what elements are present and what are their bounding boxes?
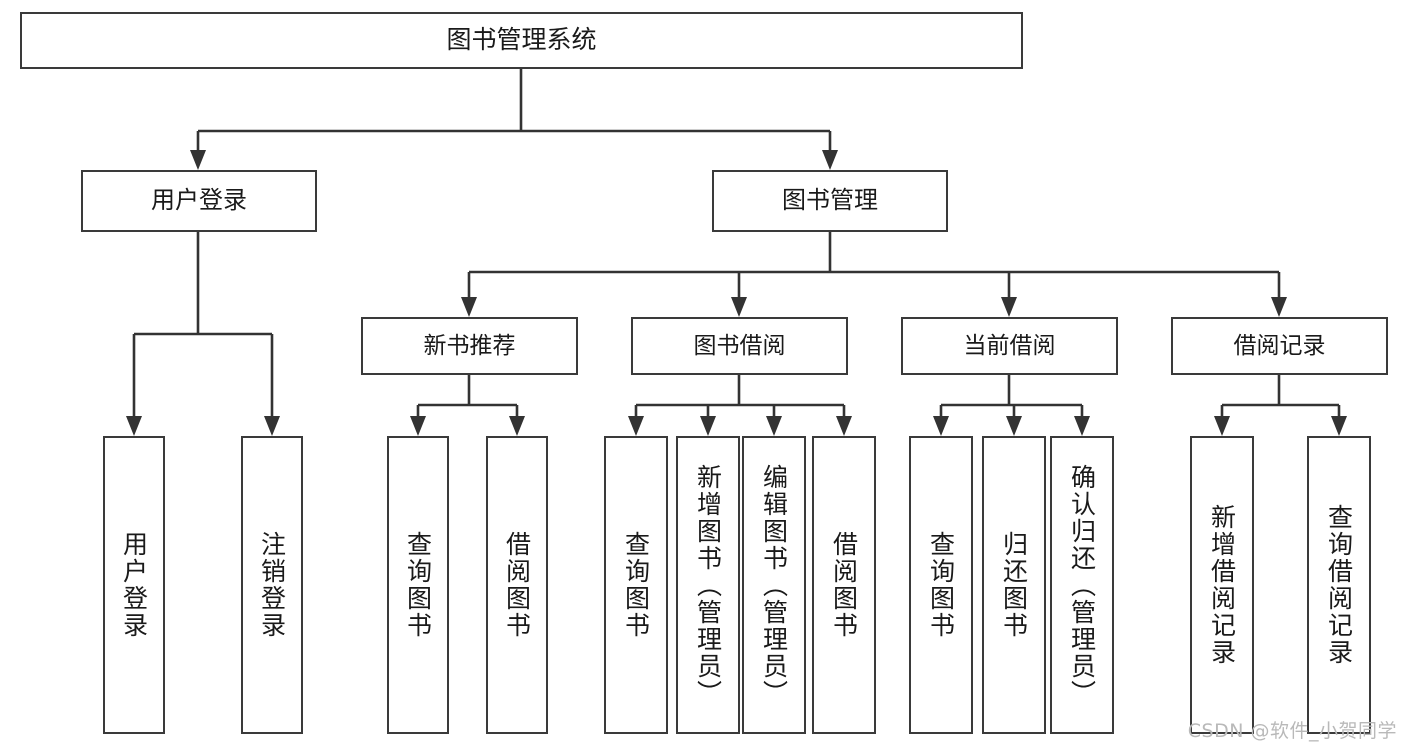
leaf-query-book-current[interactable]: 查询图书 xyxy=(909,436,973,734)
edge-book-mgmt-to-level2 xyxy=(461,232,1287,317)
node-label: 借阅图书 xyxy=(829,531,859,639)
node-label: 图书管理系统 xyxy=(446,25,597,55)
leaf-return-book[interactable]: 归还图书 xyxy=(982,436,1046,734)
node-borrowing-records[interactable]: 借阅记录 xyxy=(1171,317,1388,375)
node-label: 查询借阅记录 xyxy=(1324,504,1354,666)
node-book-management[interactable]: 图书管理 xyxy=(712,170,948,232)
leaf-query-book-rec[interactable]: 查询图书 xyxy=(387,436,449,734)
edge-user-login-to-leaves xyxy=(126,232,280,436)
node-label: 用户登录 xyxy=(151,186,247,215)
edge-new-book-rec-to-leaves xyxy=(410,375,525,436)
node-label: 新书推荐 xyxy=(423,332,516,359)
leaf-borrow-book-rec[interactable]: 借阅图书 xyxy=(486,436,548,734)
node-label: 用户登录 xyxy=(119,531,149,639)
node-label: 查询图书 xyxy=(403,531,433,639)
node-label: 图书管理 xyxy=(782,186,878,215)
edge-current-borrow-to-leaves xyxy=(933,375,1090,436)
node-label: 借阅图书 xyxy=(502,531,532,639)
node-user-login[interactable]: 用户登录 xyxy=(81,170,317,232)
node-label: 注销登录 xyxy=(257,531,287,639)
leaf-borrow-book[interactable]: 借阅图书 xyxy=(812,436,876,734)
leaf-query-borrow-record[interactable]: 查询借阅记录 xyxy=(1307,436,1371,734)
node-label: 归还图书 xyxy=(999,531,1029,639)
leaf-logout[interactable]: 注销登录 xyxy=(241,436,303,734)
node-current-borrowing[interactable]: 当前借阅 xyxy=(901,317,1118,375)
node-root-system[interactable]: 图书管理系统 xyxy=(20,12,1023,69)
csdn-watermark: CSDN @软件_小贺同学 xyxy=(1187,720,1397,742)
node-label: 图书借阅 xyxy=(693,332,786,359)
leaf-confirm-return-admin[interactable]: 确认归还（管理员） xyxy=(1050,436,1114,734)
edge-book-borrow-to-leaves xyxy=(628,375,852,436)
node-label: 借阅记录 xyxy=(1233,332,1326,359)
node-new-book-recommendation[interactable]: 新书推荐 xyxy=(361,317,578,375)
node-label: 确认归还（管理员） xyxy=(1067,463,1097,707)
node-book-borrowing[interactable]: 图书借阅 xyxy=(631,317,848,375)
edge-borrow-record-to-leaves xyxy=(1214,375,1347,436)
leaf-edit-book-admin[interactable]: 编辑图书（管理员） xyxy=(742,436,806,734)
leaf-query-book-borrow[interactable]: 查询图书 xyxy=(604,436,668,734)
leaf-add-borrow-record[interactable]: 新增借阅记录 xyxy=(1190,436,1254,734)
node-label: 新增借阅记录 xyxy=(1207,504,1237,666)
node-label: 查询图书 xyxy=(926,531,956,639)
node-label: 查询图书 xyxy=(621,531,651,639)
leaf-add-book-admin[interactable]: 新增图书（管理员） xyxy=(676,436,740,734)
node-label: 新增图书（管理员） xyxy=(693,463,723,707)
node-label: 编辑图书（管理员） xyxy=(759,463,789,707)
edge-root-to-level1 xyxy=(190,69,838,170)
node-label: 当前借阅 xyxy=(963,332,1056,359)
leaf-user-login[interactable]: 用户登录 xyxy=(103,436,165,734)
